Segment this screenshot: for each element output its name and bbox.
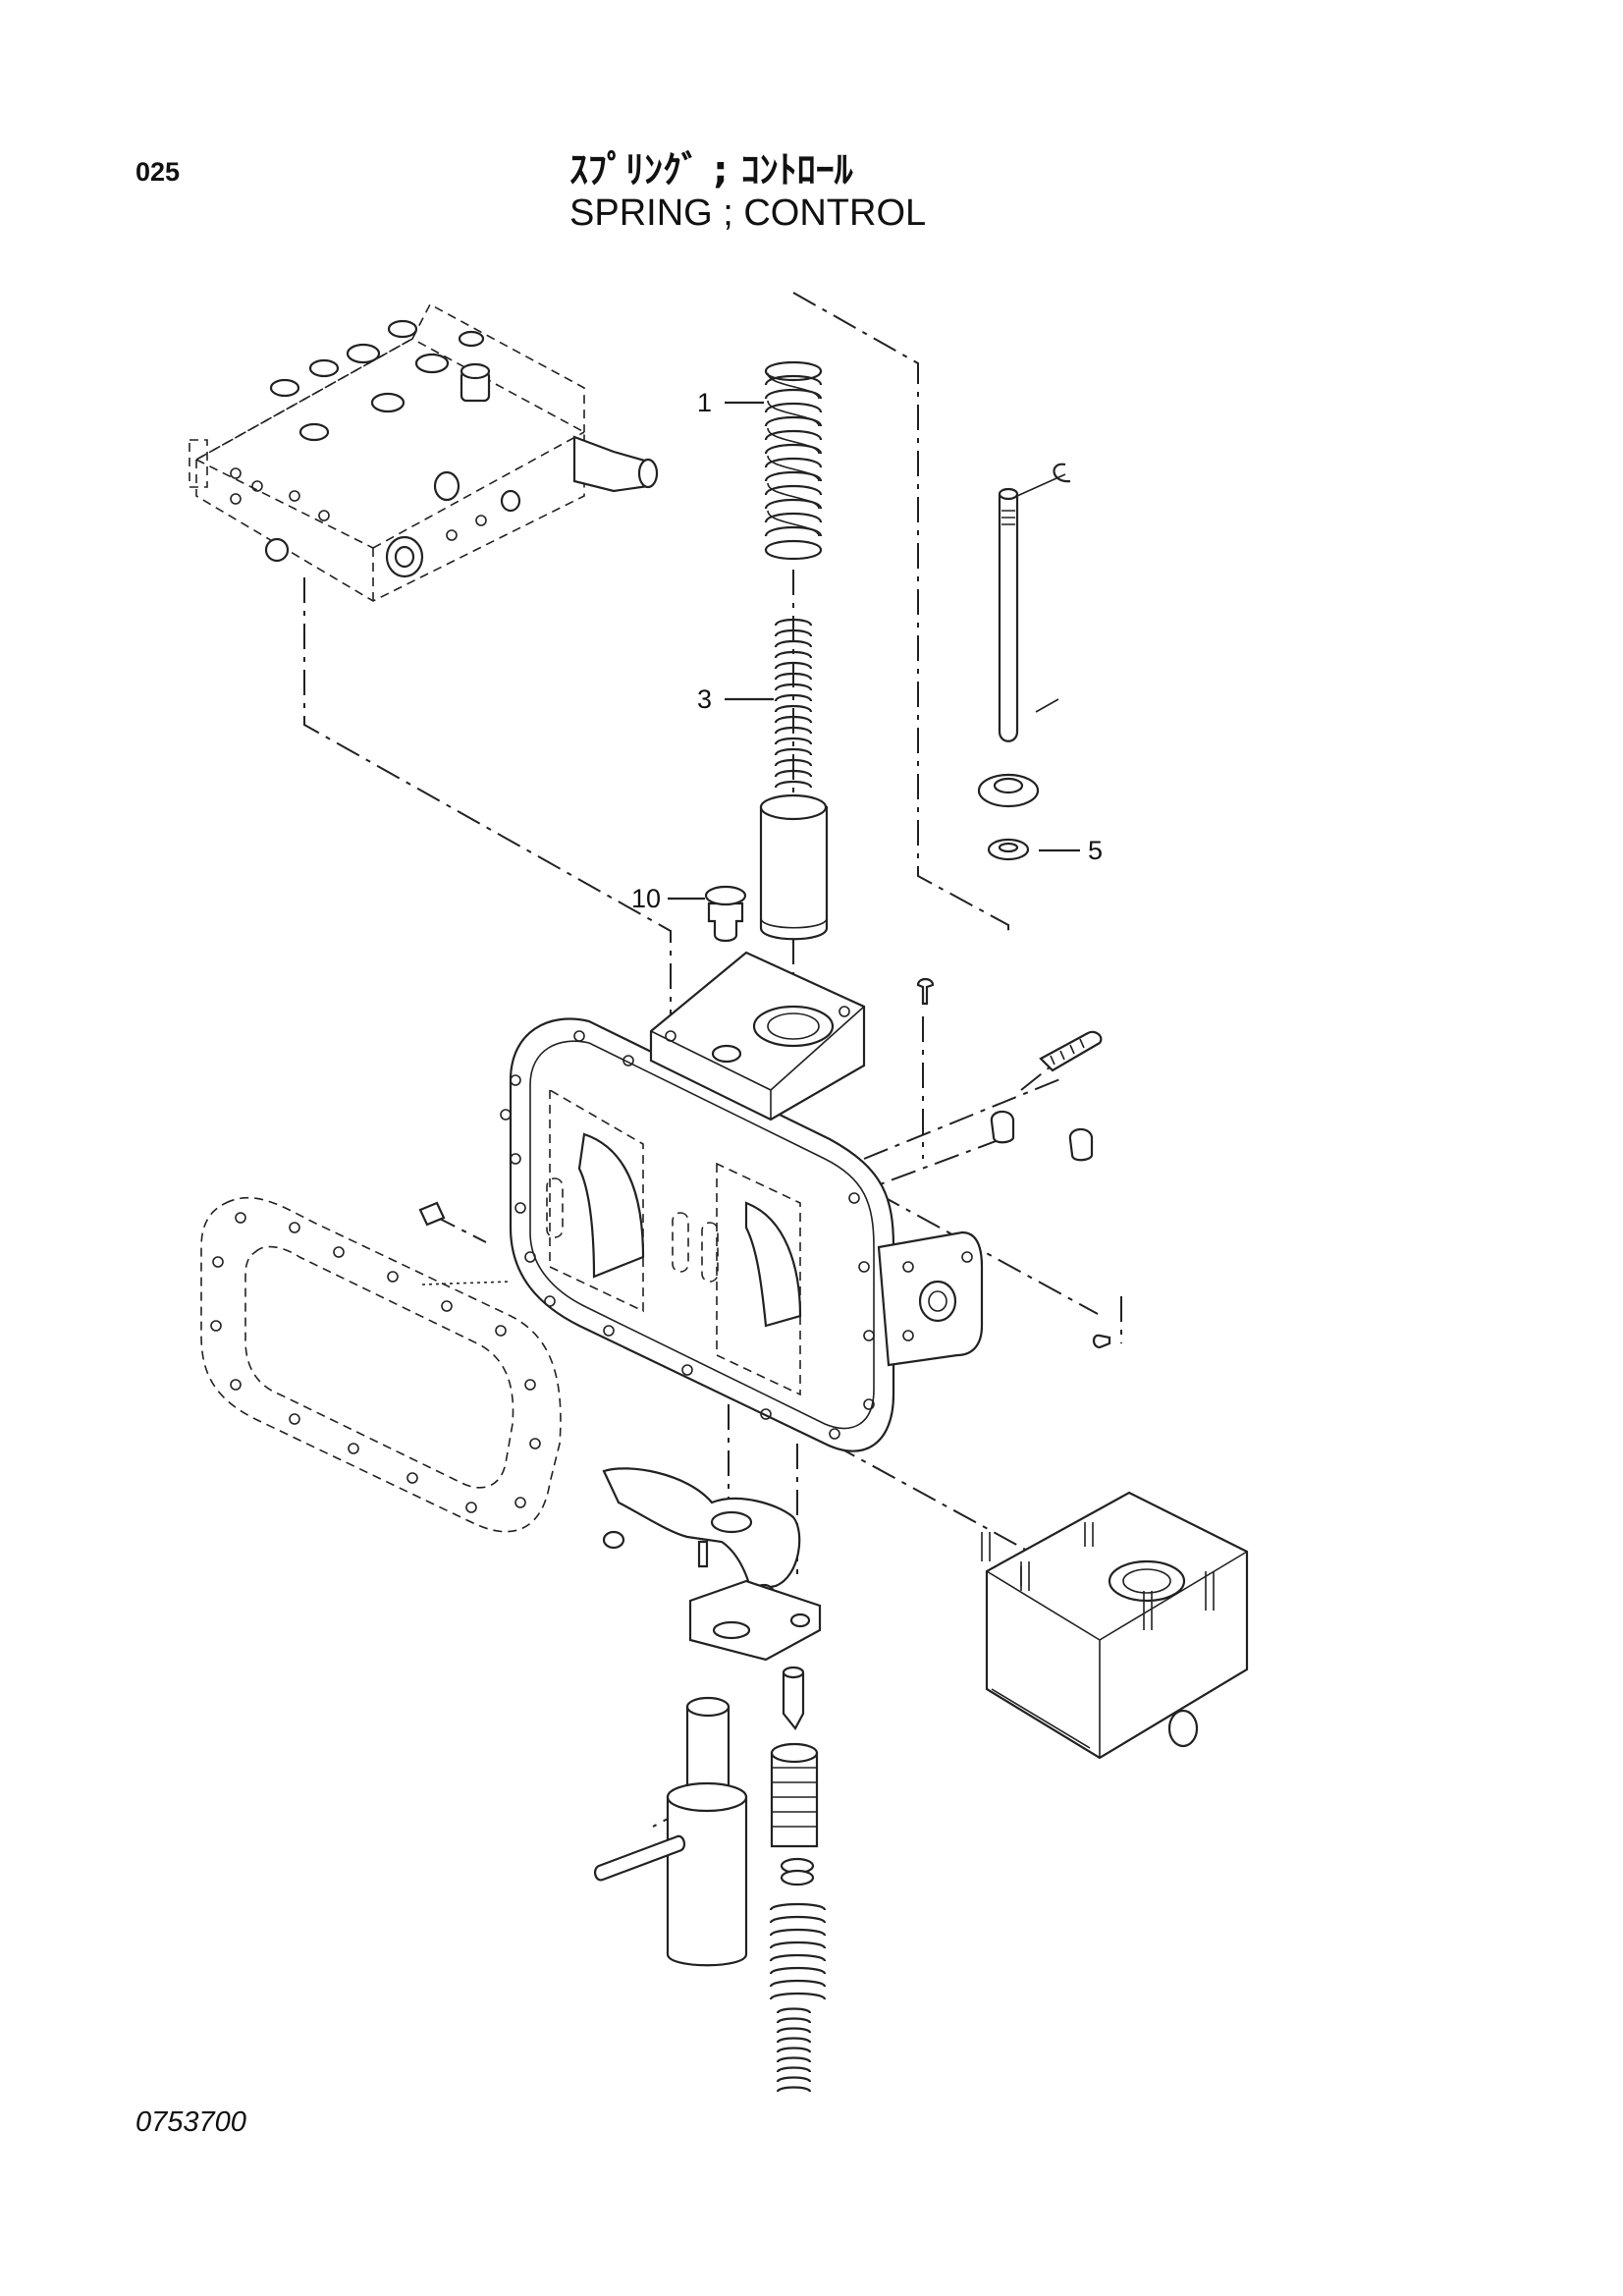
title-english: SPRING ; CONTROL	[569, 192, 927, 234]
spring-small	[774, 618, 813, 789]
gasket	[200, 1196, 562, 1533]
title-japanese: ｽﾌﾟﾘﾝｸﾞ ; ｺﾝﾄﾛｰﾙ	[569, 148, 853, 191]
page-number: 025	[135, 157, 181, 187]
callout-label-5: 5	[1088, 836, 1103, 865]
pin-and-washer	[977, 463, 1071, 861]
callout-leaders	[668, 401, 1080, 901]
callout-label-1: 1	[697, 388, 712, 417]
lever-arm	[602, 1467, 822, 1662]
spring-large	[764, 361, 823, 560]
callout-labels: 1 3 5 10	[631, 388, 1103, 913]
piston-sleeve	[759, 793, 829, 941]
fasteners	[418, 977, 1111, 1349]
spool-parts-lower	[593, 1666, 827, 2093]
drawing-number: 0753700	[135, 2106, 246, 2138]
valve-block-upper	[189, 302, 659, 602]
cover-block-right	[981, 1491, 1249, 1760]
callout-label-3: 3	[697, 684, 712, 714]
plug	[704, 885, 747, 943]
pump-housing	[500, 951, 984, 1452]
callout-label-10: 10	[631, 884, 661, 913]
